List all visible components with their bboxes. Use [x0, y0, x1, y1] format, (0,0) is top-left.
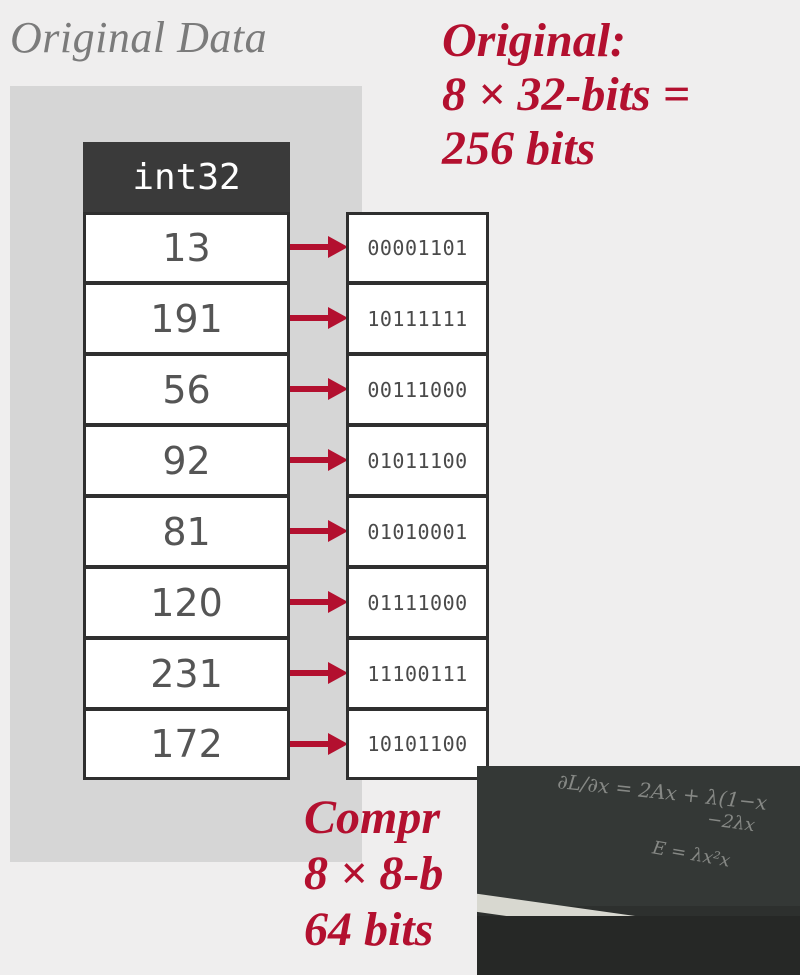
- compressed-note-line: 64 bits: [304, 903, 434, 956]
- original-note-line: 256 bits: [442, 122, 596, 175]
- slide-title: Original Data: [10, 13, 268, 62]
- binary-cell: 10111111: [346, 283, 489, 354]
- board-lower: [477, 916, 800, 975]
- value-cell: 56: [83, 354, 290, 425]
- value-cell: 191: [83, 283, 290, 354]
- value-cell: 13: [83, 212, 290, 283]
- arrow-right-icon: [290, 662, 348, 684]
- binary-cell: 01010001: [346, 496, 489, 567]
- compressed-size-note: Compr 8 × 8-b 64 bits: [304, 790, 443, 958]
- value-cell: 231: [83, 638, 290, 709]
- arrow-right-icon: [290, 236, 348, 258]
- arrow-right-icon: [290, 378, 348, 400]
- original-note-line: 8 × 32-bits =: [442, 68, 691, 121]
- value-cell: 81: [83, 496, 290, 567]
- arrow-right-icon: [290, 307, 348, 329]
- original-size-note: Original: 8 × 32-bits = 256 bits: [442, 14, 690, 176]
- column-header-int32: int32: [83, 142, 290, 212]
- arrow-right-icon: [290, 733, 348, 755]
- compressed-note-line: Compr: [304, 791, 441, 844]
- arrow-right-icon: [290, 449, 348, 471]
- arrow-right-icon: [290, 520, 348, 542]
- binary-cell: 11100111: [346, 638, 489, 709]
- compressed-note-line: 8 × 8-b: [304, 847, 444, 900]
- binary-cell: 01111000: [346, 567, 489, 638]
- binary-cell: 10101100: [346, 709, 489, 780]
- original-note-line: Original:: [442, 14, 627, 67]
- binary-cell: 01011100: [346, 425, 489, 496]
- binary-cell: 00001101: [346, 212, 489, 283]
- binary-column: 00001101 10111111 00111000 01011100 0101…: [346, 212, 489, 780]
- int32-value-column: 13 191 56 92 81 120 231 172: [83, 212, 290, 780]
- arrow-right-icon: [290, 591, 348, 613]
- value-cell: 120: [83, 567, 290, 638]
- lecture-video-overlay[interactable]: ∂L/∂x = 2Ax + λ(1−x −2λx E = λx²x: [477, 766, 800, 975]
- chalkboard: [477, 766, 800, 906]
- value-cell: 92: [83, 425, 290, 496]
- binary-cell: 00111000: [346, 354, 489, 425]
- value-cell: 172: [83, 709, 290, 780]
